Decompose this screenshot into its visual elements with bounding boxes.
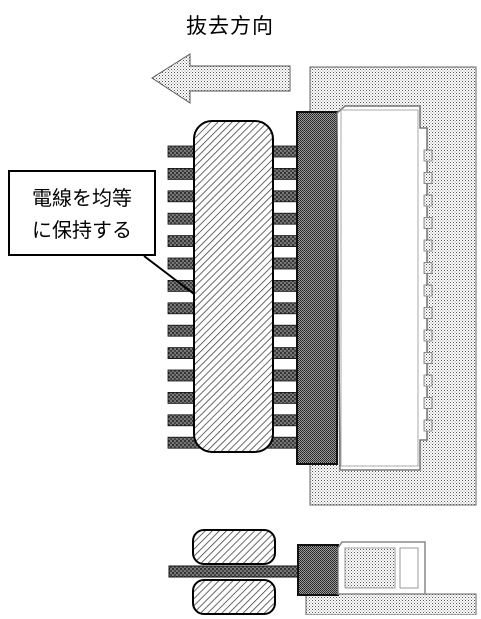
- side-view: [168, 529, 477, 616]
- housing-tab: [423, 397, 433, 409]
- housing-tab: [423, 149, 433, 162]
- callout-leader: [143, 255, 195, 295]
- housing-tab: [423, 239, 433, 252]
- removal-direction-label: 抜去方向: [186, 14, 274, 38]
- arrow-left-icon: [151, 53, 291, 104]
- housing-tab: [423, 262, 433, 274]
- connector-housing: [336, 105, 428, 471]
- housing-tab: [423, 194, 433, 207]
- wire-grip: [193, 120, 274, 453]
- callout-box: 電線を均等 に保持する: [8, 170, 156, 256]
- housing-tab: [423, 352, 433, 364]
- housing-tab: [423, 284, 433, 297]
- housing-tab: [423, 419, 433, 432]
- housing-tab: [423, 217, 433, 229]
- housing-tab: [423, 172, 433, 184]
- housing-tab: [423, 307, 433, 319]
- connector-block: [296, 111, 338, 465]
- callout-line-2: に保持する: [32, 218, 132, 242]
- housing-tab: [423, 374, 433, 387]
- housing-tabs: [423, 149, 433, 432]
- housing-tab: [423, 329, 433, 342]
- callout-line-1: 電線を均等: [32, 186, 132, 210]
